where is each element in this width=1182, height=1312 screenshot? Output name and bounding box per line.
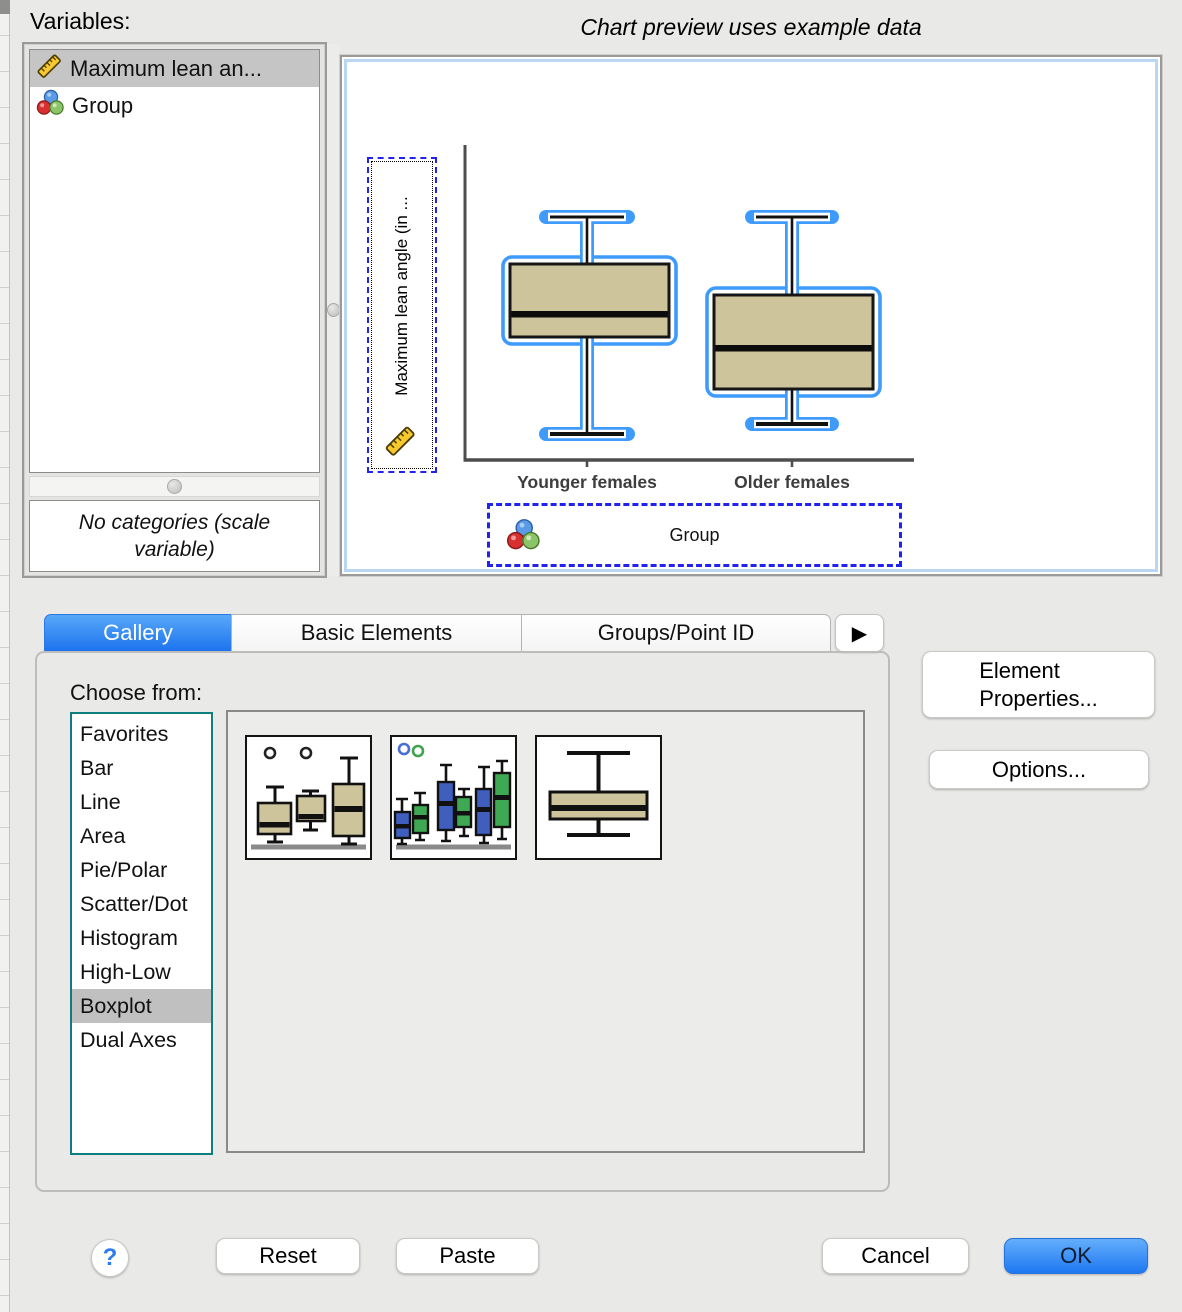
categorical-balls-icon: [36, 89, 64, 122]
gallery-thumbnails-panel: [226, 710, 865, 1153]
ruler-scale-icon: [383, 424, 417, 463]
tab-groups-point-id[interactable]: Groups/Point ID: [521, 614, 831, 652]
x-tick-label-older-females: Older females: [734, 472, 850, 492]
variables-label: Variables:: [30, 8, 131, 34]
element-properties-button[interactable]: Element Properties...: [922, 651, 1155, 718]
x-axis-group-dropzone[interactable]: Group: [487, 503, 902, 567]
type-item-bar[interactable]: Bar: [80, 756, 114, 780]
element-properties-label: Element Properties...: [979, 658, 1098, 711]
gallery-tab-panel: [35, 651, 890, 1192]
variable-item-group[interactable]: Group: [30, 87, 319, 124]
options-button[interactable]: Options...: [929, 750, 1149, 789]
type-item-scatter-dot[interactable]: Scatter/Dot: [80, 892, 188, 916]
tab-gallery[interactable]: Gallery: [44, 614, 232, 652]
variables-horizontal-splitter[interactable]: [29, 476, 320, 497]
type-item-boxplot[interactable]: Boxplot: [72, 989, 211, 1023]
choose-from-label: Choose from:: [70, 680, 203, 705]
chart-preview-panel: Maximum lean angle (in ... Younger femal…: [340, 55, 1162, 576]
type-item-favorites[interactable]: Favorites: [80, 722, 169, 746]
type-item-pie-polar[interactable]: Pie/Polar: [80, 858, 168, 882]
variables-panel: Maximum lean an... Group No categories: [22, 42, 327, 578]
ruler-scale-icon: [36, 53, 62, 85]
thumbnail-clustered-boxplot[interactable]: [390, 735, 517, 860]
group-drop-label: Group: [669, 524, 720, 545]
y-axis-dropzone-inner: [371, 161, 433, 469]
reset-button[interactable]: Reset: [216, 1238, 360, 1274]
variable-item-max-lean-angle[interactable]: Maximum lean an...: [30, 50, 319, 87]
splitter-grip: [167, 479, 182, 494]
type-item-area[interactable]: Area: [80, 824, 126, 848]
boxplot-preview-chart[interactable]: [347, 62, 1159, 573]
y-axis-drop-label: Maximum lean angle (in ...: [392, 196, 411, 396]
type-item-line[interactable]: Line: [80, 790, 121, 814]
help-button[interactable]: ?: [91, 1239, 129, 1277]
chart-type-list[interactable]: Favorites Bar Line Area Pie/Polar Scatte…: [70, 712, 213, 1155]
tab-basic-elements[interactable]: Basic Elements: [231, 614, 522, 652]
more-tabs-arrow-button[interactable]: ▶: [835, 614, 884, 652]
splitter-grip: [327, 303, 340, 317]
preview-title: Chart preview uses example data: [580, 14, 922, 40]
variables-preview-splitter[interactable]: [327, 44, 340, 576]
type-item-histogram[interactable]: Histogram: [80, 926, 178, 950]
variable-item-label: Group: [72, 92, 134, 118]
chart-preview-canvas[interactable]: Maximum lean angle (in ... Younger femal…: [344, 59, 1158, 572]
ok-button[interactable]: OK: [1004, 1238, 1148, 1274]
thumbnail-simple-boxplot[interactable]: [245, 735, 372, 860]
y-axis-dropzone[interactable]: Maximum lean angle (in ...: [367, 157, 437, 473]
paste-button[interactable]: Paste: [396, 1238, 539, 1274]
x-tick-label-younger-females: Younger females: [517, 472, 657, 492]
type-item-high-low[interactable]: High-Low: [80, 960, 171, 984]
tab-bar: Gallery Basic Elements Groups/Point ID ▶: [44, 614, 884, 652]
background-window-edge: [0, 0, 10, 1312]
type-item-dual-axes[interactable]: Dual Axes: [80, 1028, 177, 1052]
thumbnail-1d-boxplot[interactable]: [535, 735, 662, 860]
categorical-balls-icon: [506, 518, 540, 556]
cancel-button[interactable]: Cancel: [822, 1238, 969, 1274]
categories-info-box: No categories (scale variable): [29, 500, 320, 572]
variables-list[interactable]: Maximum lean an... Group: [29, 49, 320, 473]
variable-item-label: Maximum lean an...: [70, 55, 262, 81]
